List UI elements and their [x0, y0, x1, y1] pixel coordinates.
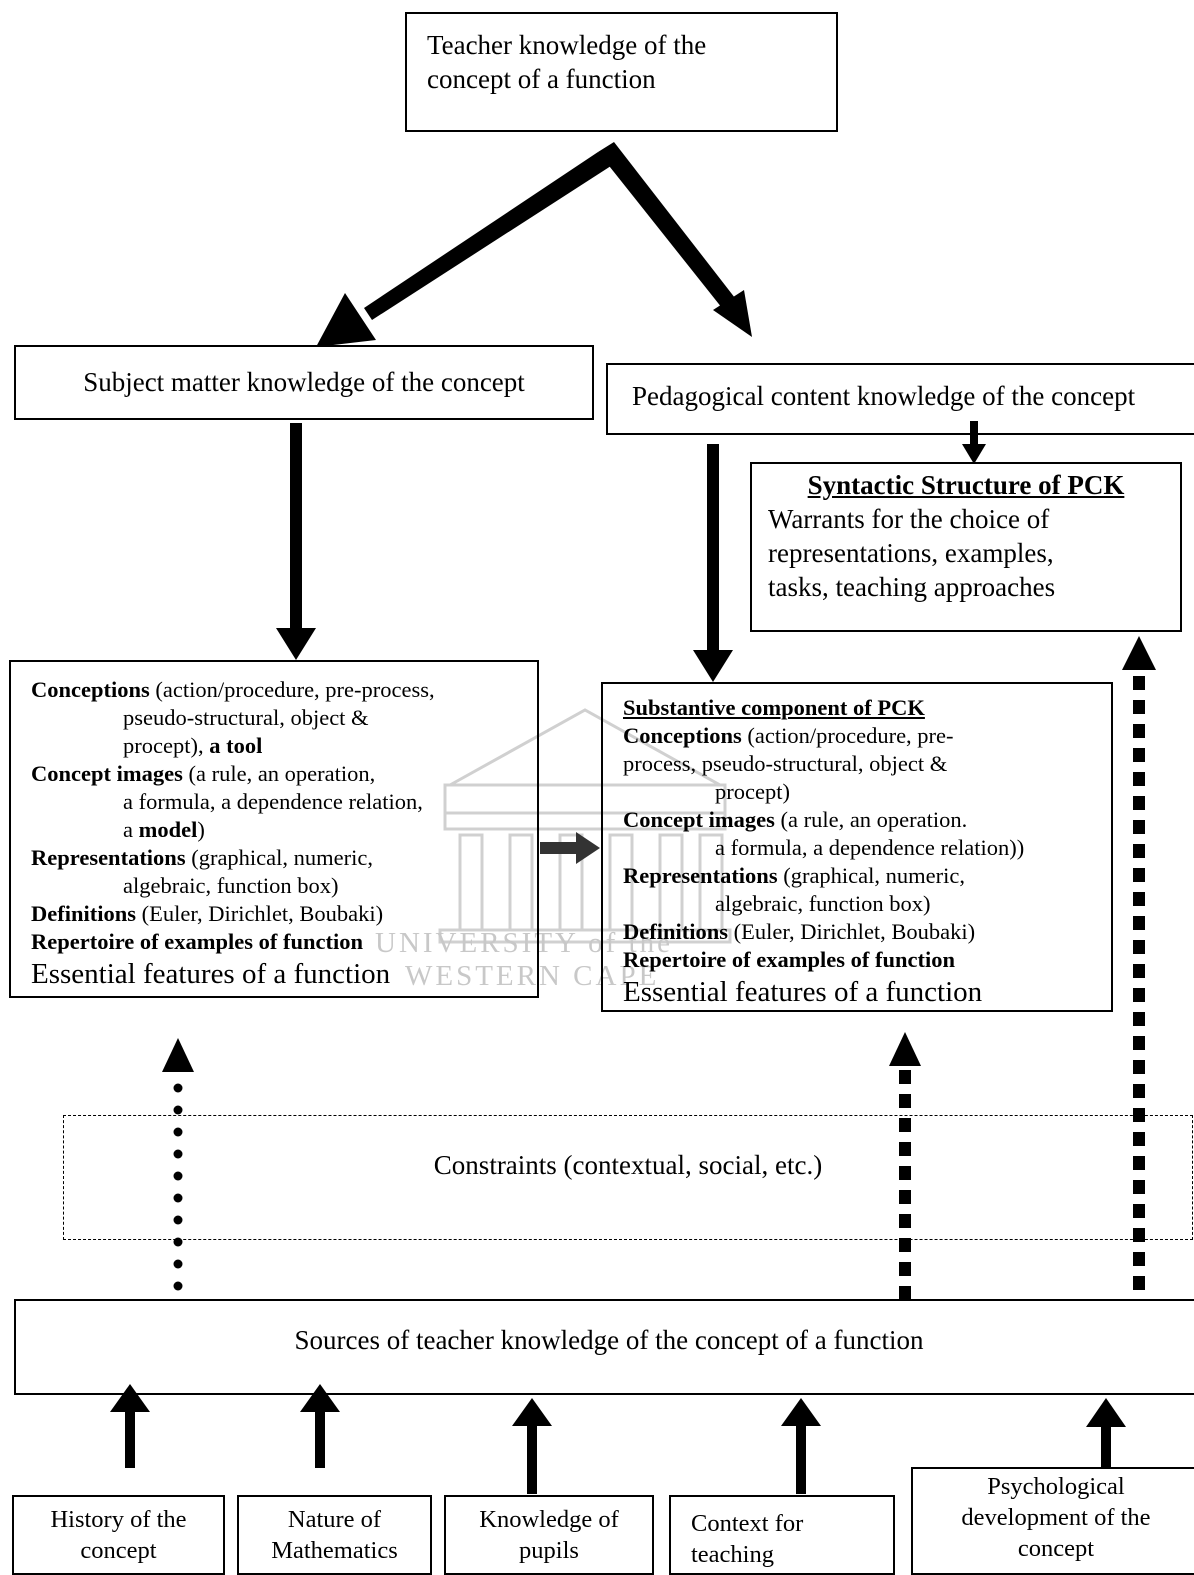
history-line2: concept — [80, 1537, 157, 1564]
knowledge-of-pupils-box: Knowledge of pupils — [444, 1495, 654, 1575]
pck-essential-features-line: Essential features of a function — [623, 976, 983, 1008]
smk-representations-line2: algebraic, function box) — [123, 873, 339, 898]
nature-line1: Nature of — [287, 1506, 382, 1533]
pck-conceptions-line2: process, pseudo-structural, object & — [623, 751, 948, 776]
pck-conceptions-line3: procept) — [715, 779, 790, 804]
syntactic-line-2: representations, examples, — [768, 538, 1054, 568]
syntactic-structure-box: Syntactic Structure of PCK Warrants for … — [750, 462, 1182, 632]
syntactic-line-1: Warrants for the choice of — [768, 504, 1050, 534]
sources-box: Sources of teacher knowledge of the conc… — [14, 1299, 1194, 1395]
teacher-knowledge-line2: concept of a function — [427, 64, 656, 94]
pck-definitions-line: Definitions (Euler, Dirichlet, Boubaki) — [623, 919, 976, 944]
smk-definitions-line: Definitions (Euler, Dirichlet, Boubaki) — [31, 901, 384, 926]
teacher-knowledge-box: Teacher knowledge of the concept of a fu… — [405, 12, 838, 132]
smk-conceptions-line3: procept), a tool — [123, 733, 263, 758]
pck-conceptions-line1: Conceptions (action/procedure, pre- — [623, 723, 954, 748]
syntactic-line-3: tasks, teaching approaches — [768, 572, 1056, 602]
subject-matter-knowledge-label: Subject matter knowledge of the concept — [83, 367, 525, 397]
smk-images-line3: a model) — [123, 817, 205, 842]
pck-representations-line1: Representations (graphical, numeric, — [623, 863, 965, 888]
pck-images-line1: Concept images (a rule, an operation. — [623, 807, 968, 832]
sources-label: Sources of teacher knowledge of the conc… — [294, 1325, 924, 1355]
psych-line3: concept — [1017, 1535, 1095, 1562]
context-line1: Context for — [691, 1510, 804, 1537]
pupils-line2: pupils — [519, 1537, 579, 1564]
psych-line2: development of the — [961, 1504, 1151, 1531]
pedagogical-content-knowledge-label: Pedagogical content knowledge of the con… — [632, 381, 1136, 411]
smk-images-line1: Concept images (a rule, an operation, — [31, 761, 376, 786]
pedagogical-content-knowledge-box: Pedagogical content knowledge of the con… — [606, 363, 1194, 435]
context-line2: teaching — [691, 1541, 774, 1568]
constraints-label: Constraints (contextual, social, etc.) — [433, 1150, 823, 1180]
constraints-box: Constraints (contextual, social, etc.) — [63, 1115, 1193, 1240]
smk-conceptions-line1: Conceptions (action/procedure, pre-proce… — [31, 677, 435, 702]
psych-line1: Psychological — [987, 1473, 1125, 1500]
context-for-teaching-box: Context for teaching — [669, 1495, 895, 1575]
substantive-component-box: Substantive component of PCK Conceptions… — [601, 682, 1113, 1012]
pck-images-line2: a formula, a dependence relation)) — [715, 835, 1025, 860]
substantive-heading: Substantive component of PCK — [623, 695, 925, 720]
smk-conceptions-line2: pseudo-structural, object & — [123, 705, 369, 730]
nature-of-mathematics-box: Nature of Mathematics — [237, 1495, 432, 1575]
history-line1: History of the — [50, 1506, 187, 1533]
history-of-concept-box: History of the concept — [12, 1495, 225, 1575]
subject-matter-knowledge-box: Subject matter knowledge of the concept — [14, 345, 594, 420]
syntactic-structure-heading: Syntactic Structure of PCK — [807, 470, 1125, 500]
nature-line2: Mathematics — [271, 1537, 398, 1564]
subject-matter-detail-box: Conceptions (action/procedure, pre-proce… — [9, 660, 539, 998]
pck-repertoire-line: Repertoire of examples of function — [623, 947, 956, 972]
smk-representations-line1: Representations (graphical, numeric, — [31, 845, 373, 870]
watermark-line2: WESTERN CAPE — [405, 960, 660, 992]
smk-images-line2: a formula, a dependence relation, — [123, 789, 423, 814]
psychological-development-box: Psychological development of the concept — [911, 1467, 1194, 1575]
pck-representations-line2: algebraic, function box) — [715, 891, 931, 916]
pupils-line1: Knowledge of — [479, 1506, 619, 1533]
watermark-line1: UNIVERSITY of the — [375, 927, 673, 959]
smk-essential-features-line: Essential features of a function — [31, 958, 391, 990]
teacher-knowledge-line1: Teacher knowledge of the — [427, 30, 707, 60]
smk-repertoire-line: Repertoire of examples of function — [31, 929, 364, 954]
